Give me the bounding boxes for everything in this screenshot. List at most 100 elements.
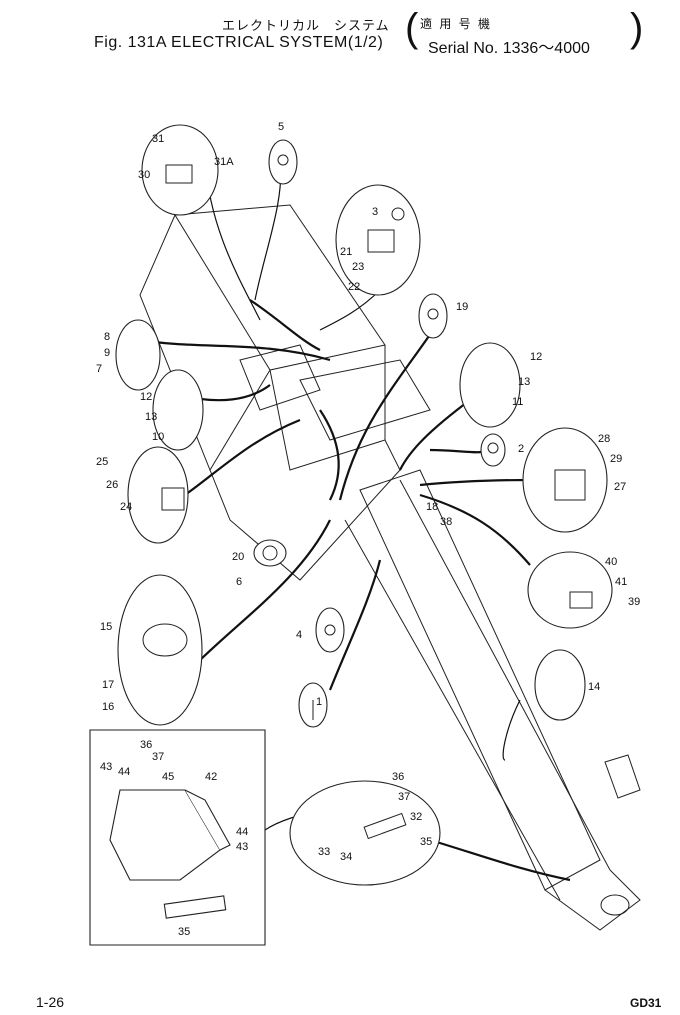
detail-relay-24 xyxy=(127,446,189,544)
callout-44-a: 44 xyxy=(118,766,130,778)
callout-16: 16 xyxy=(102,701,114,713)
callout-43-b: 43 xyxy=(236,841,248,853)
relay-24-icon xyxy=(161,487,185,511)
callout-7: 7 xyxy=(96,363,102,375)
part-6-icon xyxy=(262,545,278,561)
detail-part-5 xyxy=(268,139,298,185)
callout-30: 30 xyxy=(138,169,150,181)
detail-horn-15 xyxy=(117,574,203,726)
callout-13-a: 13 xyxy=(518,376,530,388)
callout-21: 21 xyxy=(340,246,352,258)
callout-25: 25 xyxy=(96,456,108,468)
front-lamp xyxy=(600,894,630,916)
battery-terminal-icon xyxy=(165,164,193,184)
direction-tag xyxy=(604,754,641,799)
callout-12-a: 12 xyxy=(530,351,542,363)
wire-harness-11 xyxy=(399,399,471,471)
callout-36-b: 36 xyxy=(140,739,152,751)
callout-4: 4 xyxy=(296,629,302,641)
page-number: 1-26 xyxy=(36,994,65,1010)
front-end xyxy=(544,869,641,931)
callout-42: 42 xyxy=(205,771,217,783)
callout-26: 26 xyxy=(106,479,118,491)
frame-rail xyxy=(399,479,611,871)
callout-39: 39 xyxy=(628,596,640,608)
callout-12-b: 12 xyxy=(140,391,152,403)
wire-harness-8 xyxy=(139,338,331,362)
toolbox-42-side xyxy=(184,789,231,851)
battery-cover-front xyxy=(269,345,386,471)
decal-35 xyxy=(163,895,227,919)
part-5-icon xyxy=(277,154,289,166)
callout-14: 14 xyxy=(588,681,600,693)
serial-label-japanese: 適 用 号 機 xyxy=(420,17,493,31)
callout-5: 5 xyxy=(278,121,284,133)
frame-lower xyxy=(209,439,401,581)
callout-labels: 1 2 3 4 5 6 7 8 9 10 11 12 12 13 13 14 1… xyxy=(96,121,640,938)
callout-22: 22 xyxy=(348,281,360,293)
title-japanese: エレクトリカル システム xyxy=(222,18,390,33)
callout-13-b: 13 xyxy=(145,411,157,423)
detail-part-6 xyxy=(253,539,287,567)
callout-15: 15 xyxy=(100,621,112,633)
detail-bolt-7-9 xyxy=(115,319,161,391)
detail-part-4 xyxy=(315,607,345,653)
wire-harness-24 xyxy=(184,418,301,496)
callout-18: 18 xyxy=(426,501,438,513)
callout-34: 34 xyxy=(340,851,352,863)
callout-35-b: 35 xyxy=(178,926,190,938)
callout-36-a: 36 xyxy=(392,771,404,783)
callout-31: 31 xyxy=(152,133,164,145)
figure-title: Fig. 131A ELECTRICAL SYSTEM(1/2) xyxy=(94,34,384,51)
callout-40: 40 xyxy=(605,556,617,568)
detail-regulator-27 xyxy=(522,427,608,533)
detail-switch-11 xyxy=(459,342,521,428)
frame-rail-lower xyxy=(344,519,561,901)
callout-1: 1 xyxy=(316,696,322,708)
detail-part-19 xyxy=(418,293,448,339)
horn-39-icon xyxy=(569,591,593,609)
callout-37-b: 37 xyxy=(152,751,164,763)
callout-44-b: 44 xyxy=(236,826,248,838)
callout-8: 8 xyxy=(104,331,110,343)
detail-horn-39 xyxy=(527,551,613,629)
relay-block-icon xyxy=(367,229,395,253)
callout-20: 20 xyxy=(232,551,244,563)
model-code: GD31 xyxy=(630,996,662,1010)
open-paren: ( xyxy=(405,6,419,50)
callout-43-a: 43 xyxy=(100,761,112,773)
detail-part-2 xyxy=(480,433,506,467)
callout-33: 33 xyxy=(318,846,330,858)
horn-15-icon xyxy=(142,623,188,657)
detail-lamp-14 xyxy=(534,649,586,721)
callout-31a: 31A xyxy=(214,156,234,168)
serial-range: Serial No. 1336～4000 xyxy=(428,40,590,57)
detail-bolt-10-13 xyxy=(152,369,204,451)
callout-17: 17 xyxy=(102,679,114,691)
callout-19: 19 xyxy=(456,301,468,313)
detail-battery-terminal xyxy=(141,124,219,216)
part-4-icon xyxy=(324,624,336,636)
callout-45: 45 xyxy=(162,771,174,783)
wire-harness-27 xyxy=(419,478,531,487)
wire-harness-40 xyxy=(419,493,531,566)
detail-relay xyxy=(335,184,421,296)
callout-37-a: 37 xyxy=(398,791,410,803)
wire-harness-1 xyxy=(328,559,382,691)
callout-27: 27 xyxy=(614,481,626,493)
wire-lead-14 xyxy=(502,699,521,761)
detail-bracket-32 xyxy=(289,780,441,886)
callout-38: 38 xyxy=(440,516,452,528)
callout-10: 10 xyxy=(152,431,164,443)
part-19-icon xyxy=(427,308,439,320)
callout-3: 3 xyxy=(372,206,378,218)
wire-harness-main xyxy=(319,409,340,501)
bracket-32-icon xyxy=(363,812,407,840)
callout-2: 2 xyxy=(518,443,524,455)
callout-6: 6 xyxy=(236,576,242,588)
console-box xyxy=(299,359,431,441)
wire-harness-19 xyxy=(338,319,441,501)
wire-harness-35 xyxy=(429,838,571,882)
callout-23: 23 xyxy=(352,261,364,273)
